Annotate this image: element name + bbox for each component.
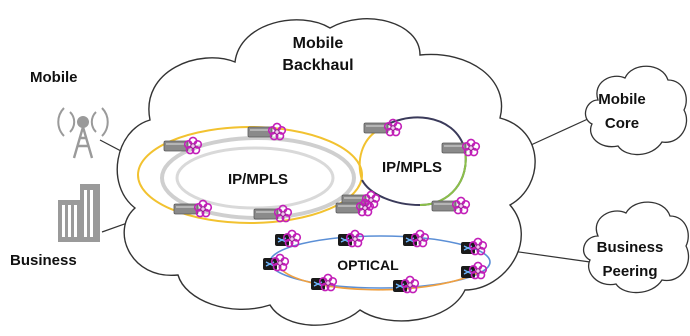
mobile-backhaul-title-line2: Backhaul [282,57,353,74]
optical-label: OPTICAL [337,257,399,273]
office-building-icon [58,184,100,242]
ip-mpls-right-ring-green [419,149,467,206]
antenna-tower-icon [57,107,109,159]
mobile-backhaul-cloud [116,18,536,326]
business-peering-label-line2: Peering [602,263,657,280]
mobile-label: Mobile [30,69,78,86]
link-business-peering [504,249,591,263]
business-label: Business [10,252,77,269]
ip-mpls-right-label: IP/MPLS [382,159,442,176]
optical-ring-orange [279,267,481,291]
mobile-core-label-line1: Mobile [598,91,646,108]
business-peering-label-line1: Business [597,239,664,256]
mobile-core-label-line2: Core [605,115,639,132]
mobile-core-cloud [584,65,688,156]
business-peering-cloud [582,201,690,294]
mobile-backhaul-title-line1: Mobile [293,35,344,52]
ip-mpls-left-label: IP/MPLS [228,171,288,188]
ip-mpls-inner-ring [175,146,335,210]
